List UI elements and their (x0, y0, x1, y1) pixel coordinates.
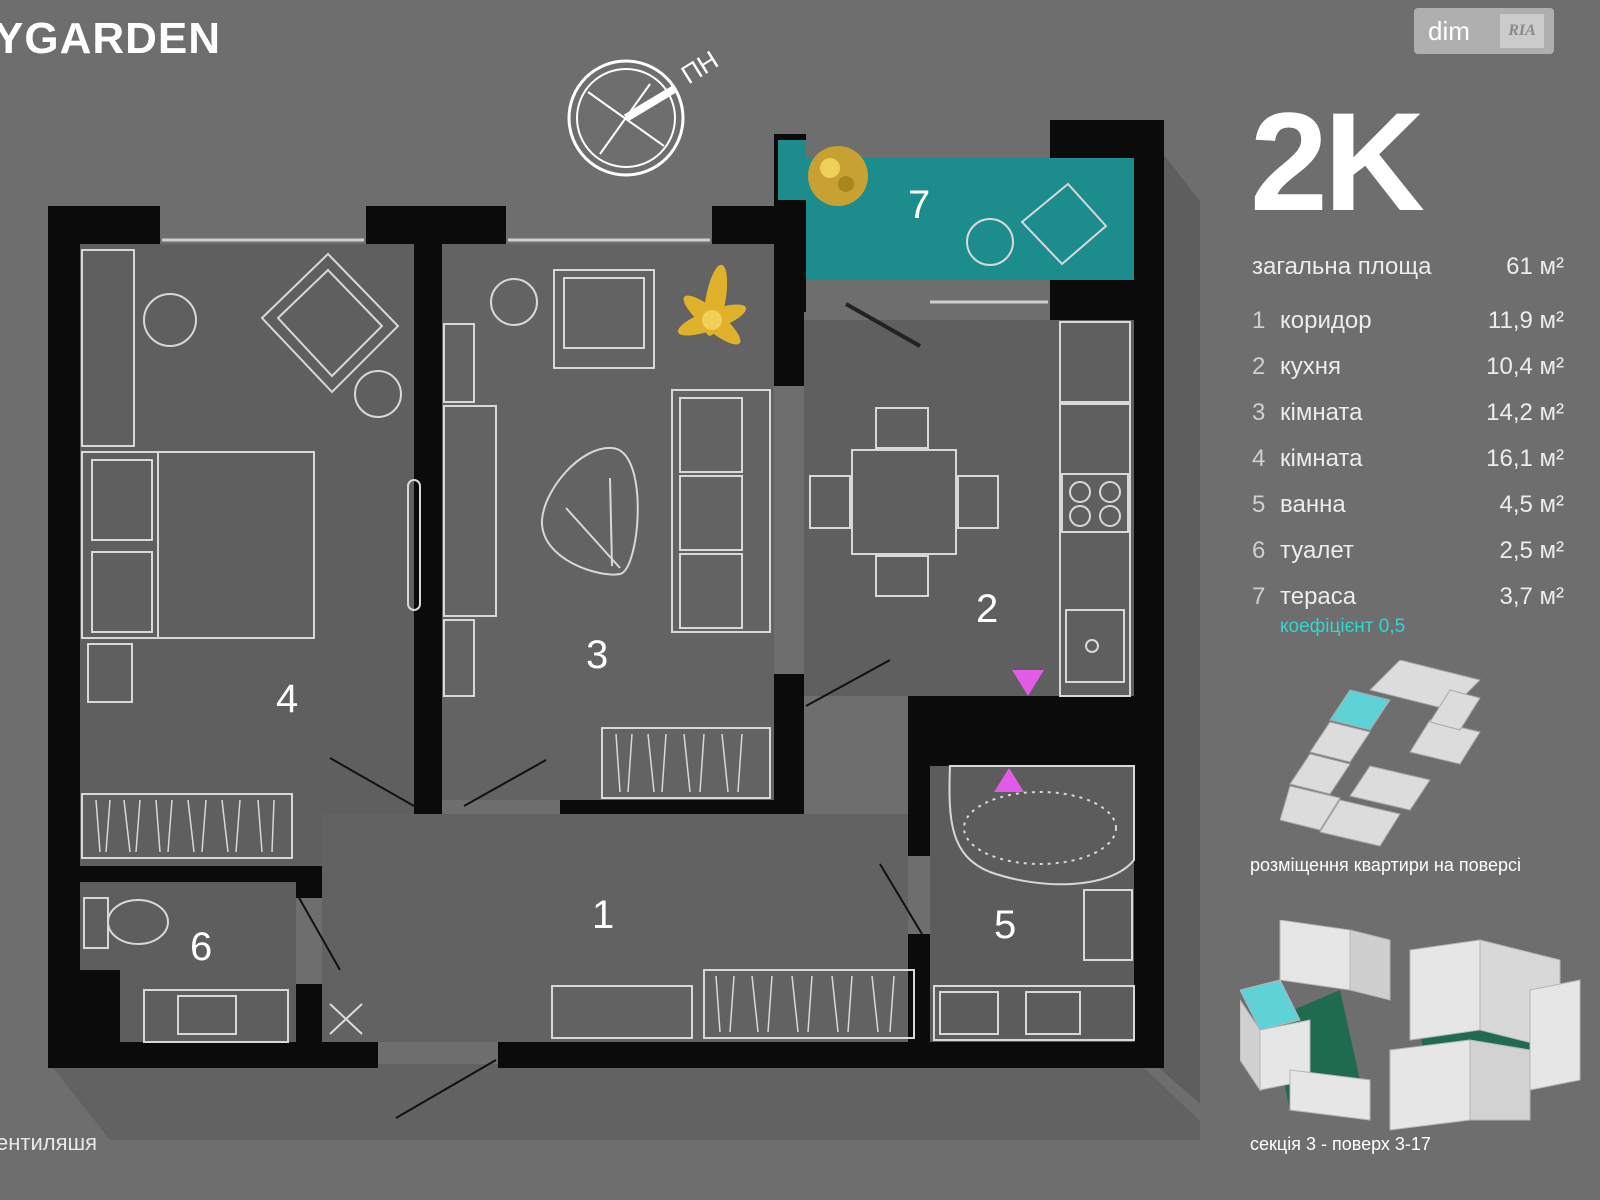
brand-logo: YGARDEN (0, 14, 222, 63)
room-name: тераса (1280, 583, 1357, 610)
watermark-badge: dim RIA (1414, 8, 1554, 54)
room-number: 4 (1252, 445, 1266, 472)
room-row: 4 кімната 16,1 м² (1252, 444, 1564, 474)
room-name: ванна (1280, 491, 1346, 518)
room-area: 3,7 м² (1499, 583, 1564, 610)
marker-down-icon (1012, 670, 1044, 696)
room-row: 5 ванна 4,5 м² (1252, 490, 1564, 520)
room-name: кухня (1280, 353, 1342, 380)
room-label-7: 7 (908, 183, 930, 227)
room-row: 7 тераса 3,7 м² (1252, 582, 1564, 612)
plan-floors (80, 244, 1134, 1042)
room-label-3: 3 (586, 633, 608, 677)
room-number: 2 (1252, 353, 1266, 380)
room-number: 3 (1252, 399, 1266, 426)
room-area: 2,5 м² (1499, 537, 1564, 564)
building-section-map (1240, 920, 1581, 1131)
floor-position-map (1280, 660, 1481, 847)
room-name: кімната (1280, 445, 1363, 472)
room-area: 14,2 м² (1486, 399, 1564, 426)
floor-position-caption: розміщення квартири на поверсі (1250, 855, 1522, 875)
room-number: 6 (1252, 537, 1266, 564)
terrace-coefficient: коефіцієнт 0,5 (1280, 616, 1406, 637)
wardrobe-hatching (95, 733, 895, 1033)
room-number: 1 (1252, 307, 1266, 334)
room-area: 16,1 м² (1486, 445, 1564, 472)
plant-icon (677, 146, 868, 345)
room-number: 5 (1252, 491, 1266, 518)
marker-up-icon (994, 768, 1024, 792)
room-name: коридор (1280, 307, 1372, 334)
footer-note: ентиляшя (0, 1130, 98, 1155)
compass-icon (567, 59, 685, 177)
room-label-5: 5 (994, 903, 1016, 947)
watermark-text: dim (1428, 15, 1470, 46)
total-area-label: загальна площа (1252, 253, 1432, 280)
windows (162, 238, 1048, 304)
total-area-value: 61 м² (1506, 253, 1564, 280)
plan-walls (48, 120, 1164, 1068)
door-swings (297, 302, 923, 1119)
room-area: 4,5 м² (1499, 491, 1564, 518)
room-area: 11,9 м² (1487, 307, 1564, 334)
room-name: кімната (1280, 399, 1363, 426)
compass-north-label: ПН (676, 45, 724, 90)
room-label-1: 1 (592, 893, 614, 937)
floor-plan: ПН (48, 45, 1200, 1140)
furniture (81, 182, 1135, 1043)
room-row: 3 кімната 14,2 м² (1252, 398, 1564, 428)
section-caption: секція 3 - поверх 3-17 (1250, 1134, 1431, 1154)
room-row: 2 кухня 10,4 м² (1252, 352, 1564, 382)
room-number: 7 (1252, 583, 1266, 610)
watermark-logo: RIA (1500, 14, 1544, 48)
room-label-4: 4 (276, 677, 298, 721)
room-label-2: 2 (976, 587, 998, 631)
room-name: туалет (1280, 537, 1354, 564)
total-area-row: загальна площа 61 м² (1252, 252, 1564, 282)
room-area: 10,4 м² (1486, 353, 1564, 380)
room-row: 1 коридор 11,9 м² (1252, 306, 1564, 336)
room-row: 6 туалет 2,5 м² (1252, 536, 1564, 566)
room-label-6: 6 (190, 925, 212, 969)
apartment-type-title: 2K (1250, 83, 1425, 240)
